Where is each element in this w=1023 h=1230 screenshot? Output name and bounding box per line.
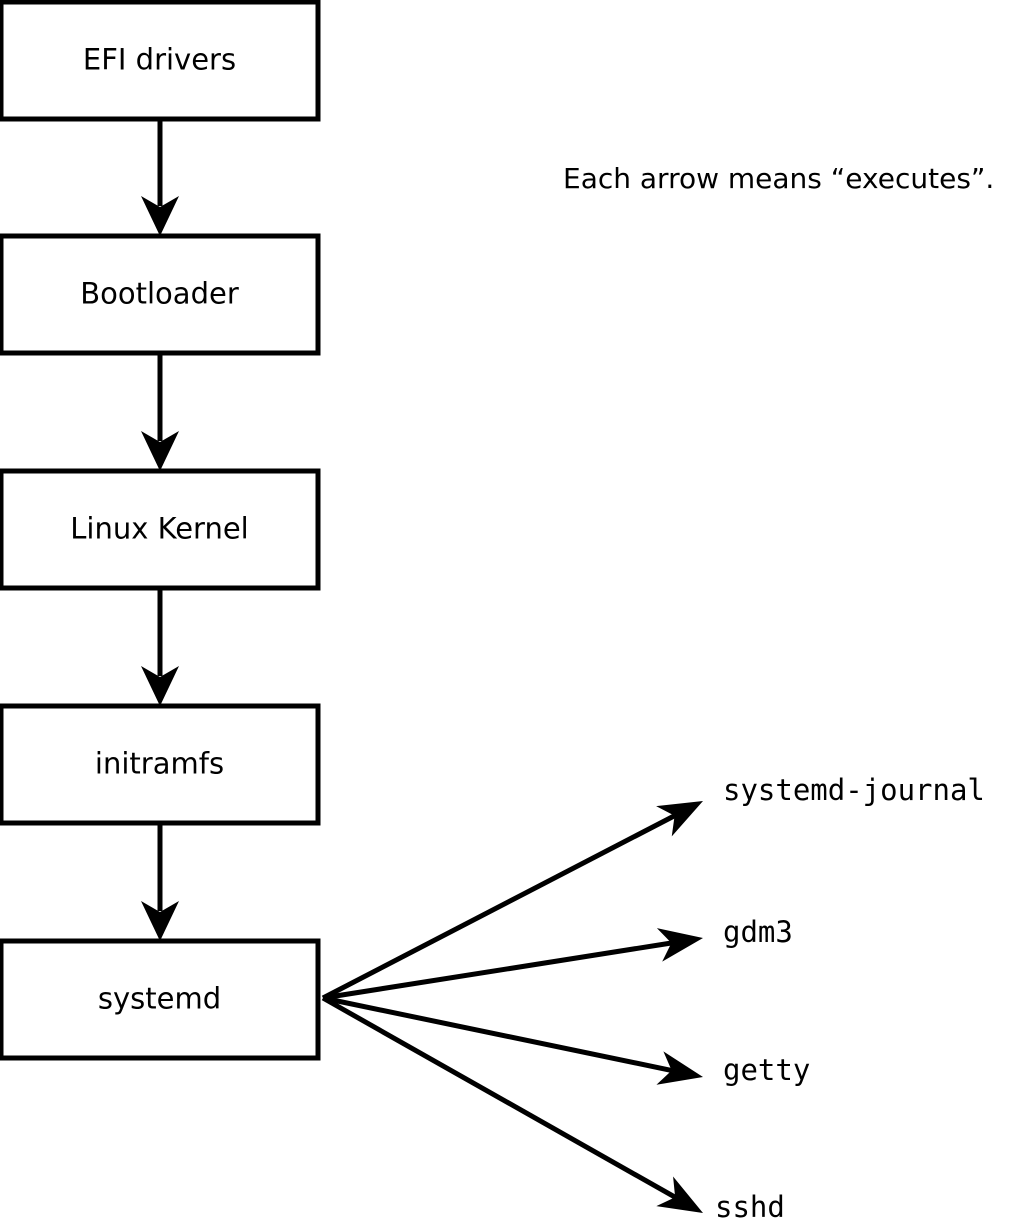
- box-label-efi-drivers: EFI drivers: [83, 43, 236, 77]
- service-label-getty: getty: [723, 1053, 810, 1087]
- arrow-shaft: [322, 995, 677, 1074]
- arrow-head-icon: [141, 666, 179, 706]
- box-outline-efi-drivers: [0, 0, 321, 122]
- legend-text: Each arrow means “executes”.: [563, 162, 994, 195]
- arrow-shaft: [321, 995, 680, 1202]
- process-box-efi-drivers[interactable]: EFI drivers: [0, 0, 321, 122]
- chain-arrows-group: [141, 119, 179, 941]
- service-label-sshd: sshd: [715, 1190, 785, 1224]
- service-label-gdm3: gdm3: [723, 915, 793, 949]
- chain-arrow-initramfs-to-systemd: [141, 823, 179, 941]
- box-label-linux-kernel: Linux Kernel: [70, 512, 248, 546]
- box-outline-linux-kernel: [0, 468, 321, 591]
- box-label-systemd: systemd: [98, 982, 221, 1016]
- chain-arrow-efi-drivers-to-bootloader: [141, 119, 179, 236]
- box-label-bootloader: Bootloader: [80, 277, 239, 311]
- arrow-shaft: [321, 811, 680, 1001]
- process-box-systemd[interactable]: systemd: [0, 938, 321, 1061]
- arrow-head-icon: [656, 928, 703, 962]
- fanout-arrow-to-gdm3: [322, 928, 703, 1001]
- arrow-shaft: [322, 939, 676, 1001]
- arrow-head-icon: [141, 431, 179, 471]
- arrow-head-icon: [656, 1051, 703, 1085]
- fanout-arrow-to-getty: [322, 995, 703, 1085]
- box-label-initramfs: initramfs: [95, 747, 224, 781]
- process-box-initramfs[interactable]: initramfs: [0, 703, 321, 826]
- box-outline-bootloader: [0, 233, 321, 356]
- fanout-arrow-to-systemd-journal: [321, 801, 703, 1001]
- box-outline-systemd: [0, 938, 321, 1061]
- process-box-linux-kernel[interactable]: Linux Kernel: [0, 468, 321, 591]
- chain-arrow-linux-kernel-to-initramfs: [141, 588, 179, 706]
- arrow-head-icon: [141, 196, 179, 236]
- arrow-head-icon: [656, 801, 703, 837]
- chain-arrow-bootloader-to-linux-kernel: [141, 353, 179, 471]
- fanout-arrows-group: [321, 801, 703, 1213]
- arrow-head-icon: [656, 1176, 703, 1213]
- arrow-head-icon: [141, 901, 179, 941]
- leaf-labels-group: systemd-journal gdm3 getty sshd: [715, 773, 985, 1224]
- process-box-bootloader[interactable]: Bootloader: [0, 233, 321, 356]
- service-label-systemd-journal: systemd-journal: [723, 773, 985, 807]
- fanout-arrow-to-sshd: [321, 995, 703, 1213]
